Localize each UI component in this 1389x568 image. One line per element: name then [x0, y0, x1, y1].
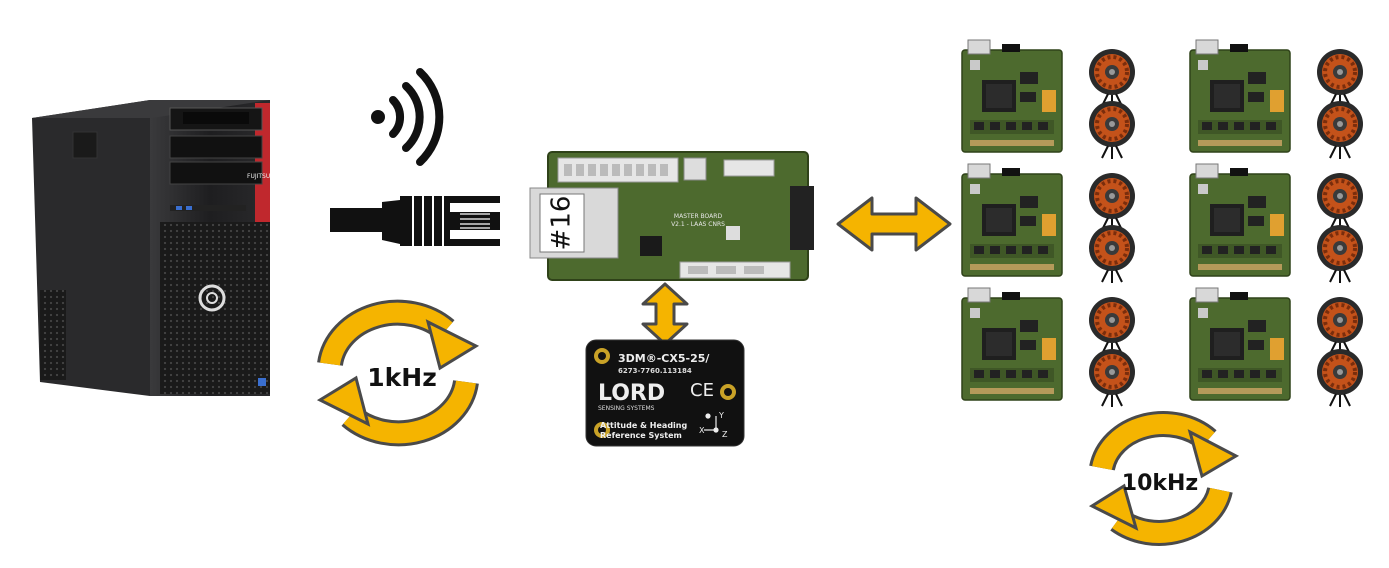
imu-sensor: 3DM®-CX5-25/ 6273-7760.113184 LORD SENSI…	[585, 339, 745, 447]
driver-unit	[1189, 39, 1365, 161]
driver-array	[961, 39, 1365, 409]
ethernet-cable-icon	[330, 196, 500, 246]
loop-10khz-arrowhead-bottom	[1088, 483, 1139, 531]
imu-axis-y: Y	[718, 411, 724, 420]
imu-ce-mark: CE	[690, 380, 714, 401]
master-board-tag	[539, 193, 585, 253]
loop-1khz-label: 1kHz	[367, 363, 437, 392]
loop-10khz-label: 10kHz	[1122, 471, 1198, 496]
driver-unit	[961, 287, 1137, 409]
motor-icon	[1087, 99, 1137, 161]
loop-10khz: 10kHz	[1088, 411, 1240, 546]
motor-icon	[1315, 47, 1365, 109]
imu-axis-x: X	[699, 426, 705, 435]
driver-board	[961, 163, 1063, 277]
arrow-board-drivers	[836, 196, 952, 252]
imu-desc-line2: Reference System	[600, 431, 682, 440]
arrow-board-imu	[641, 282, 689, 346]
motor-icon	[1087, 47, 1137, 109]
imu-desc-line1: Attitude & Heading	[600, 421, 687, 430]
motor-icon	[1087, 295, 1137, 357]
loop-1khz-arrowhead-top	[425, 319, 480, 371]
driver-board	[1189, 287, 1291, 401]
motor-icon	[1315, 347, 1365, 409]
pc-brand: FUJITSU	[247, 173, 270, 180]
master-board-tag-text: #16	[547, 196, 577, 251]
master-board-radio-module	[790, 186, 814, 250]
imu-model: 3DM®-CX5-25/	[618, 352, 710, 365]
wifi-icon	[371, 68, 444, 166]
motor-icon	[1087, 223, 1137, 285]
imu-axis-z: Z	[722, 430, 728, 439]
driver-board	[1189, 39, 1291, 153]
imu-brand: LORD	[598, 381, 665, 406]
loop-1khz: 1kHz	[316, 299, 480, 447]
master-board-silk-title: MASTER BOARD	[674, 213, 723, 220]
motor-icon	[1315, 171, 1365, 233]
driver-unit	[1189, 287, 1365, 409]
driver-unit	[1189, 163, 1365, 285]
pc-logo-icon	[198, 284, 226, 312]
imu-serial: 6273-7760.113184	[618, 367, 692, 375]
motor-icon	[1087, 347, 1137, 409]
pc-tower: FUJITSU	[32, 100, 270, 396]
driver-board	[1189, 163, 1291, 277]
driver-board	[961, 287, 1063, 401]
motor-icon	[1315, 223, 1365, 285]
imu-brand-sub: SENSING SYSTEMS	[598, 405, 655, 412]
motor-icon	[1315, 99, 1365, 161]
driver-unit	[961, 39, 1137, 161]
motor-icon	[1087, 171, 1137, 233]
master-board: #16 MASTER BOARD V2.1 - LAAS CNRS	[529, 151, 814, 281]
driver-board	[961, 39, 1063, 153]
motor-icon	[1315, 295, 1365, 357]
driver-unit	[961, 163, 1137, 285]
loop-1khz-arrowhead-bottom	[316, 375, 371, 427]
loop-10khz-arrowhead-top	[1187, 429, 1240, 479]
imu-axes-icon	[704, 413, 719, 433]
master-board-silk-version: V2.1 - LAAS CNRS	[671, 221, 725, 228]
